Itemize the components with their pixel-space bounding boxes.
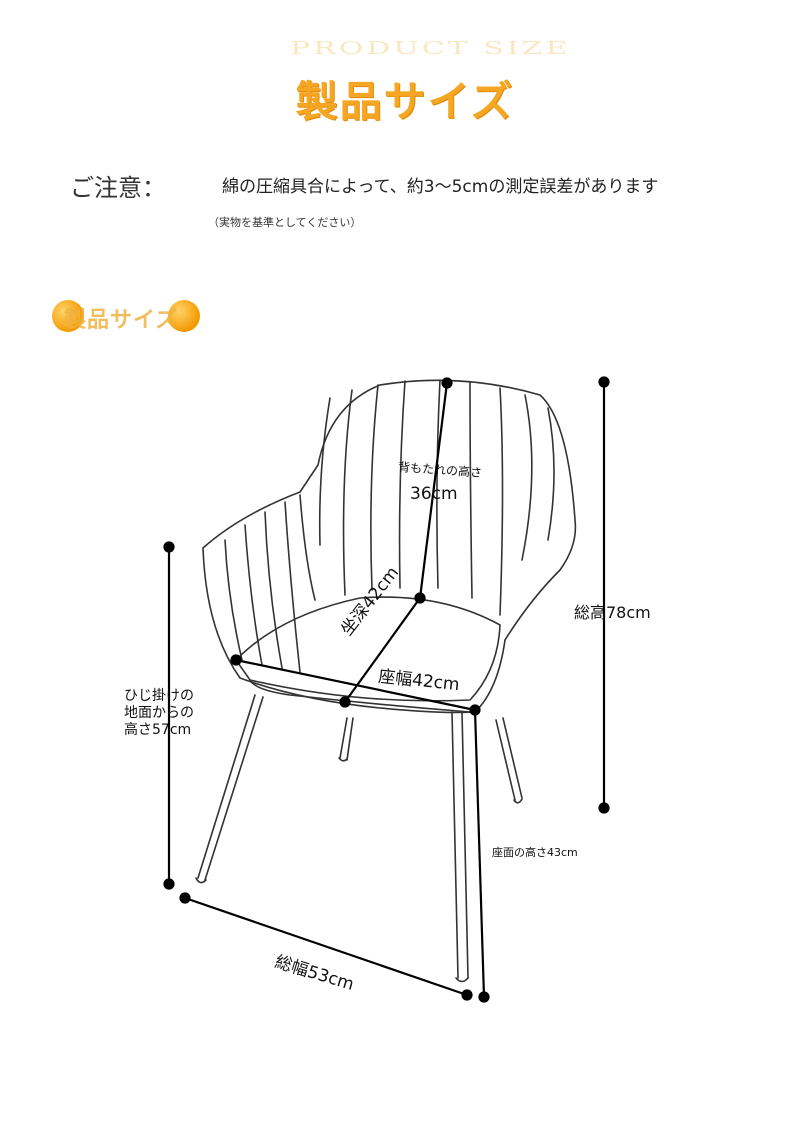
notice-text: 綿の圧縮具合によって、約3〜5cmの測定誤差があります [222,177,659,197]
chair-right-arm [474,639,506,713]
chair-leg-front-left [197,694,264,881]
seat-depth-front-point [339,696,351,708]
orange-circle-icon [52,300,84,332]
seat-width-left-point [230,654,242,666]
armrest-height-label-line1: ひじ掛けの [124,688,194,704]
armrest-height-bottom-point [163,878,175,890]
total-width-left-point [179,892,191,904]
seat-height-bottom-point [478,991,490,1003]
notice-label: ご注意： [70,174,166,202]
notice-subtext: （実物を基準としてください） [208,216,362,229]
measurement-lines [163,376,610,1003]
chair-leg-front-right [451,711,469,979]
section-title-text: 製品サイズ [64,308,179,333]
total-width-line [184,896,468,997]
page-title: 製品サイズ [295,77,515,126]
chair-leg-back-right [495,717,523,801]
armrest-height-label-line3: 高さ57cm [124,722,192,738]
back-height-value: 36cm [410,484,458,504]
armrest-height-top-point [163,541,175,553]
chair-seat [235,596,501,702]
armrest-height-label-line2: 地面からの [124,705,194,721]
total-height-label: 総高78cm [574,603,651,622]
section-title: 製品サイズ [50,296,210,338]
ghost-title: PRODUCT SIZE [290,38,571,59]
total-height-bottom-point [598,802,610,814]
seat-height-line [473,709,486,998]
seat-width-line [235,658,476,712]
chair-leg-back-left [339,717,354,761]
total-width-right-point [461,989,473,1001]
chair-backrest [299,379,577,641]
seat-height-label: 座面の高さ43cm [492,846,578,859]
orange-circle-icon [168,300,200,332]
back-height-top-point [441,377,453,389]
back-height-line [418,382,449,599]
total-height-top-point [598,376,610,388]
chair-left-arm [202,491,476,714]
